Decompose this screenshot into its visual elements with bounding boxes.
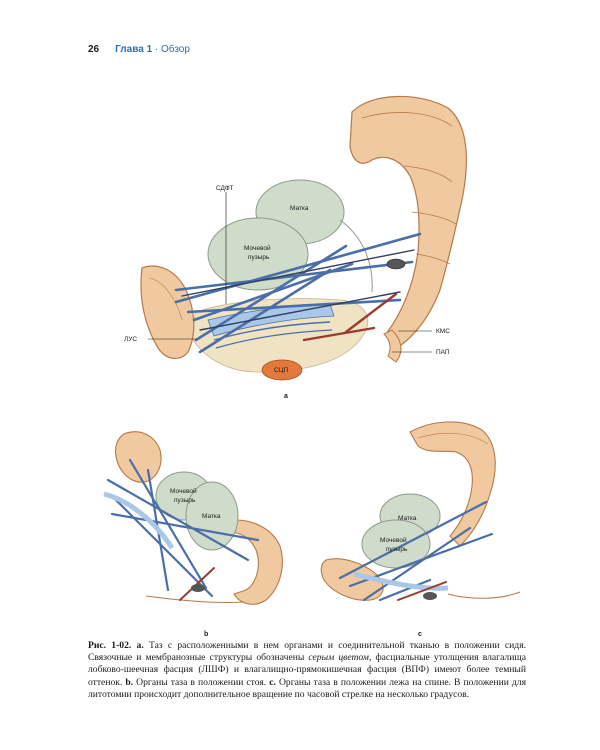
panel-a-label-pap: ПАП xyxy=(436,349,450,356)
panel-c-label-bladder-1: Мочевой xyxy=(380,536,407,544)
panel-b-letter: b xyxy=(204,631,208,638)
panel-a-label-sdft: СДФТ xyxy=(216,185,233,192)
panel-b-label-bladder-2: пузырь xyxy=(174,497,196,504)
panel-a-label-lus: ЛУС xyxy=(124,336,137,343)
caption-text-3: Органы таза в положении стоя. xyxy=(133,676,270,688)
panel-b-label-uterus: Матка xyxy=(202,513,221,520)
caption-part-a: a. xyxy=(136,640,144,651)
panel-a-letter: a xyxy=(284,393,288,400)
panel-c-label-bladder-2: пузырь xyxy=(386,546,408,553)
page-header: 26 Глава 1 · Обзор xyxy=(88,44,190,55)
panel-a: СДФТ Матка Мочевой пузырь ЛУС КМС ПАП СЦ… xyxy=(124,95,467,400)
caption-fig-label: Рис. 1-02. xyxy=(88,640,132,651)
caption-text-4: Органы таза в положении лежа на спине. В… xyxy=(88,676,526,700)
caption-part-b: b. xyxy=(125,676,134,688)
page-number: 26 xyxy=(88,44,100,55)
caption-part-c: c. xyxy=(269,676,276,688)
chapter-separator: · xyxy=(152,44,162,55)
panel-c-letter: c xyxy=(418,631,422,638)
panel-a-scp xyxy=(261,359,303,381)
panel-c-label-uterus: Матка xyxy=(398,515,417,522)
panel-c-pubic-bone xyxy=(320,558,384,601)
panel-a-label-uterus: Матка xyxy=(290,205,309,212)
panel-a-coccyx xyxy=(383,329,402,363)
panel-b: Мочевой пузырь Матка b xyxy=(103,431,283,638)
caption-text-1: Таз с расположенными в нем органами и со… xyxy=(88,640,527,664)
anatomy-figure: СДФТ Матка Мочевой пузырь ЛУС КМС ПАП СЦ… xyxy=(103,95,521,638)
panel-a-label-bladder-1: Мочевой xyxy=(244,244,271,252)
panel-a-label-bladder-2: пузырь xyxy=(248,254,270,261)
panel-b-label-bladder-1: Мочевой xyxy=(170,487,197,495)
panel-b-sacrum xyxy=(226,519,283,605)
panel-a-pubic-bone xyxy=(140,265,195,359)
pelvis-illustration: СДФТ Матка Мочевой пузырь ЛУС КМС ПАП СЦ… xyxy=(103,95,521,638)
chapter-heading: Глава 1 · Обзор xyxy=(115,44,190,55)
panel-a-sacrum xyxy=(349,95,467,347)
caption-italic-1: серым цветом xyxy=(308,652,369,664)
figure-caption: Рис. 1-02. a. Таз с расположенными в нем… xyxy=(88,640,526,701)
panel-c: Матка Мочевой пузырь c xyxy=(320,421,521,638)
chapter-section: Обзор xyxy=(161,44,190,55)
panel-a-label-kms: КМС xyxy=(436,328,450,335)
chapter-number: Глава 1 xyxy=(115,44,153,55)
caption-text-2: , фасциальные утолщения влагалища лобков… xyxy=(88,652,526,688)
panel-a-label-scp: СЦП xyxy=(274,367,289,374)
